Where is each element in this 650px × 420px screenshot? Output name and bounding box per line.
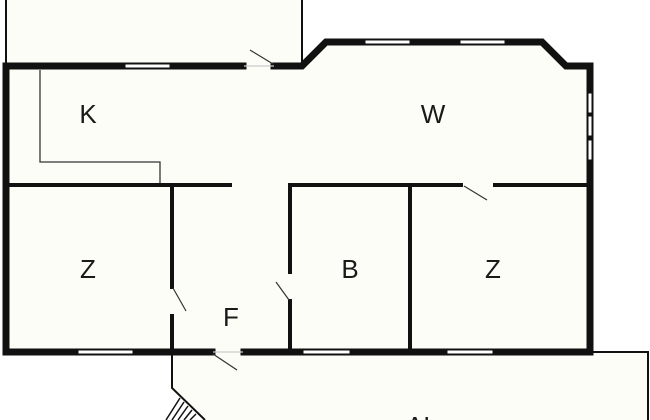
room-label-living: W <box>421 99 446 129</box>
window <box>302 349 351 355</box>
window <box>587 115 593 137</box>
floor-fill <box>5 0 648 420</box>
room-label-hall: F <box>223 302 239 332</box>
room-label-room-left: Z <box>80 254 96 284</box>
window <box>124 63 171 69</box>
window <box>364 39 411 45</box>
stairs <box>165 397 197 420</box>
terrace-outline <box>5 0 649 420</box>
room-label-bath: B <box>341 254 358 284</box>
windows <box>77 39 593 355</box>
kitchen-counter <box>39 70 161 185</box>
room-label-room-right: Z <box>485 254 501 284</box>
room-label-kitchen: K <box>79 99 97 129</box>
door-swings <box>172 49 488 371</box>
window <box>459 39 506 45</box>
walls <box>2 38 594 356</box>
door-gaps <box>463 182 493 188</box>
room-label-terrace: AL <box>406 411 438 420</box>
window <box>587 139 593 161</box>
window <box>587 92 593 114</box>
window <box>446 349 494 355</box>
window <box>77 349 134 355</box>
